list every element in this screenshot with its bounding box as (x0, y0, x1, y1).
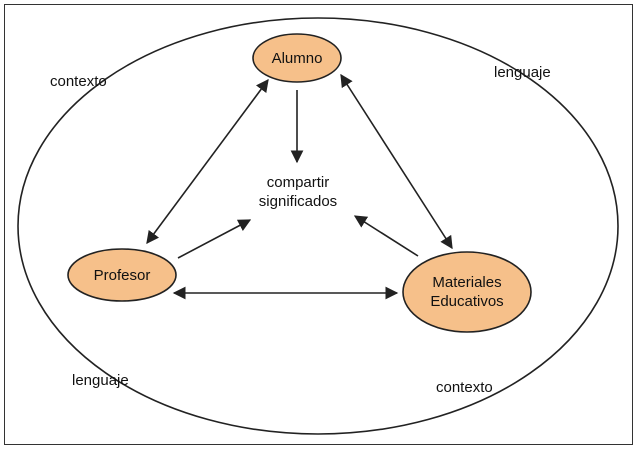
outer-ellipse (17, 17, 619, 435)
node-profesor: Profesor (67, 248, 177, 302)
center-label-line2: significados (259, 193, 337, 210)
node-profesor-label: Profesor (94, 267, 151, 284)
label-lenguaje-bottom-left: lenguaje (72, 372, 129, 389)
arrow-alumno-profesor (146, 78, 269, 245)
arrow-alumno-materiales (340, 73, 453, 250)
center-label-line1: compartir (267, 174, 330, 191)
arrow-materiales-to-center (353, 215, 419, 257)
label-contexto-bottom-right: contexto (436, 379, 493, 396)
node-alumno: Alumno (252, 33, 342, 83)
diagram-frame (4, 4, 633, 445)
node-materiales-label-line1: Materiales (432, 274, 501, 291)
node-alumno-label: Alumno (272, 50, 323, 67)
node-materiales: Materiales Educativos (402, 251, 532, 333)
label-lenguaje-top-right: lenguaje (494, 64, 551, 81)
label-contexto-top-left: contexto (50, 73, 107, 90)
arrow-profesor-to-center (177, 219, 252, 259)
node-materiales-label-line2: Educativos (430, 293, 503, 310)
